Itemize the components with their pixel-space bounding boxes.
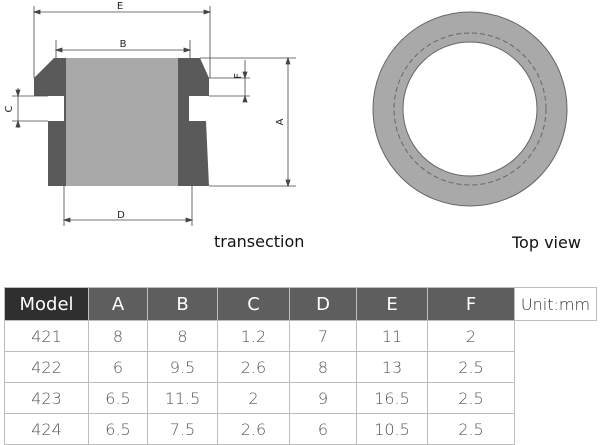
table-header-row: Model A B C D E F Unit:mm [4,287,597,321]
cell-c: 2 [217,382,290,414]
header-f: F [427,287,515,321]
ring-hole [402,41,538,177]
ring-dashed-edge [393,32,547,186]
table-row: 424 6.5 7.5 2.6 6 10.5 2.5 [4,413,597,445]
cell-a: 6.5 [88,413,148,445]
dim-label-d: D [117,210,125,221]
header-e: E [356,287,428,321]
cell-a: 6.5 [88,382,148,414]
header-c: C [217,287,290,321]
cell-model: 422 [4,351,89,383]
cell-model: 421 [4,320,89,352]
cell-d: 7 [289,320,357,352]
cell-d: 8 [289,351,357,383]
unit-label: Unit:mm [514,287,597,321]
header-b: B [147,287,218,321]
drawing-area: E B D A F C [4,1,568,226]
dim-label-a: A [275,118,286,125]
cell-b: 9.5 [147,351,218,383]
cell-model: 423 [4,382,89,414]
cell-e: 10.5 [356,413,428,445]
cell-d: 9 [289,382,357,414]
cell-f: 2 [427,320,515,352]
cell-f: 2.5 [427,382,515,414]
cell-f: 2.5 [427,413,515,445]
grommet-bore [66,58,178,186]
caption-transection: transection [214,232,305,251]
table-row: 421 8 8 1.2 7 11 2 [4,320,597,352]
cell-b: 7.5 [147,413,218,445]
dim-label-c: C [4,105,15,112]
cell-e: 16.5 [356,382,428,414]
cell-d: 6 [289,413,357,445]
cell-a: 8 [88,320,148,352]
cell-e: 11 [356,320,428,352]
caption-top-view: Top view [512,233,581,252]
cell-f: 2.5 [427,351,515,383]
cell-c: 2.6 [217,413,290,445]
cell-b: 8 [147,320,218,352]
cell-c: 1.2 [217,320,290,352]
cell-b: 11.5 [147,382,218,414]
dim-label-f: F [233,73,244,79]
header-model: Model [4,287,89,321]
cell-c: 2.6 [217,351,290,383]
header-a: A [88,287,148,321]
header-d: D [289,287,357,321]
cell-e: 13 [356,351,428,383]
transection-drawing: E B D A F C [4,1,296,226]
cell-model: 424 [4,413,89,445]
spec-table: Model A B C D E F Unit:mm 421 8 8 1.2 7 … [4,287,597,445]
cell-a: 6 [88,351,148,383]
table-row: 422 6 9.5 2.6 8 13 2.5 [4,351,597,383]
table-row: 423 6.5 11.5 2 9 16.5 2.5 [4,382,597,414]
dim-label-b: B [120,39,127,50]
dim-label-e: E [117,1,123,12]
top-view-drawing [372,11,568,207]
